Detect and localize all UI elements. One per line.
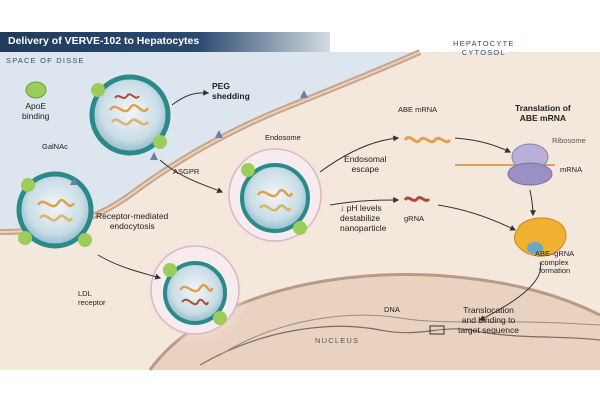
label-translocation: Translocation and binding to target sequ…	[458, 305, 519, 335]
flow-arrows	[97, 89, 542, 321]
label-mrna: mRNA	[560, 165, 583, 174]
region-label-cytosol: HEPATOCYTE CYTOSOL	[453, 39, 515, 57]
abe-grna-complex	[514, 217, 567, 257]
label-peg-shedding: PEG shedding	[212, 81, 250, 101]
region-label-nucleus: NUCLEUS	[315, 336, 360, 345]
nucleus-region	[150, 274, 600, 370]
diagram-title: Delivery of VERVE-102 to Hepatocytes	[8, 35, 200, 47]
apoe-particle	[25, 81, 47, 99]
label-endosome: Endosome	[265, 133, 301, 142]
label-complex-formation: ABE–gRNA complex formation	[535, 249, 575, 276]
endosome-1	[217, 137, 333, 253]
label-ribosome: Ribosome	[552, 136, 586, 145]
title-bar: Delivery of VERVE-102 to Hepatocytes	[0, 32, 330, 52]
receptors	[70, 90, 308, 185]
label-asgpr: ASGPR	[173, 167, 200, 176]
endosome-2	[139, 234, 251, 346]
lnp-left	[16, 171, 94, 249]
region-label-space-of-disse: SPACE OF DISSE	[6, 56, 85, 65]
label-apoe-binding: ApoE binding	[22, 101, 50, 121]
dna-target-box	[429, 325, 445, 335]
label-receptor-mediated: Receptor-mediated endocytosis	[96, 211, 169, 231]
label-ph-levels: ↓ pH levels destabilize nanoparticle	[340, 203, 387, 233]
grna-strand	[403, 196, 431, 202]
label-translation: Translation of ABE mRNA	[515, 103, 571, 123]
label-grna: gRNA	[404, 214, 425, 223]
label-abe-mrna: ABE mRNA	[398, 105, 438, 114]
label-endosomal-escape: Endosomal escape	[344, 154, 387, 174]
abe-mrna-strand	[403, 136, 452, 144]
label-dna: DNA	[384, 305, 400, 314]
label-galnac: GalNAc	[42, 142, 68, 151]
ribosome	[507, 143, 553, 186]
label-ldl-receptor: LDL receptor	[78, 289, 106, 307]
lnp-top	[89, 74, 171, 156]
